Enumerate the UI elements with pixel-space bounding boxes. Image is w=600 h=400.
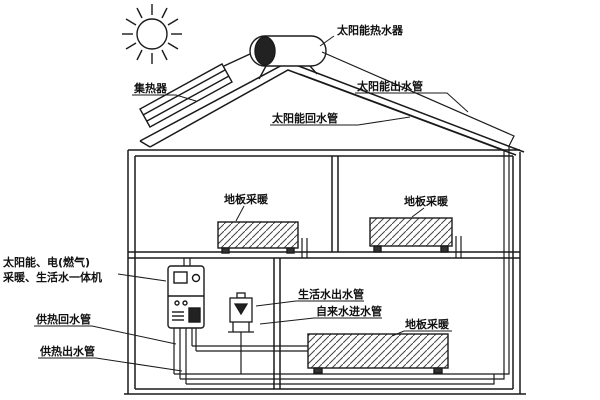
control-knob [191,273,201,283]
label-collector: 集热器 [133,81,168,95]
heating-loop-pipe [186,374,495,385]
boiler-display [188,307,201,323]
label-tap-water-inlet: 自来水进水管 [316,304,382,318]
pipes [173,51,515,385]
tank-end-cap [254,36,276,66]
roof [139,61,525,156]
label-domestic-water-outlet: 生活水出水管 [298,287,364,301]
label-unit-line1: 太阳能、电(燃气) [2,255,90,269]
label-solar-return-pipe: 太阳能回水管 [271,111,338,125]
label-floor-heating-upper-left: 地板采暖 [224,192,269,206]
floor-heating-panel-lower [307,333,449,374]
valve-symbol [233,303,249,316]
boiler-unit [167,265,205,329]
burner-window [173,271,188,284]
solar-outlet-pipe [174,51,515,375]
leader-lines [34,35,469,372]
pump-unit [228,292,254,333]
label-solar-outlet-pipe: 太阳能出水管 [356,79,423,93]
label-unit-line2: 采暖、生活水一体机 [2,270,102,284]
tank-stand [258,65,267,80]
label-heating-return-pipe: 供热回水管 [35,312,91,326]
collector-to-tank-pipe [223,53,251,67]
floor-heating-panel-upper-right [369,217,453,253]
solar-return-pipe [180,73,505,380]
label-floor-heating-lower: 地板采暖 [405,317,450,331]
labels: 太阳能热水器 集热器 太阳能出水管 太阳能回水管 地板采暖 地板采暖 太阳能、电… [2,23,450,358]
label-solar-heater: 太阳能热水器 [336,23,404,37]
label-heating-supply-pipe: 供热出水管 [39,344,95,358]
solar-water-heater-tank [223,35,327,80]
sun-icon [122,4,182,64]
floor-heating-panel-upper-left [217,221,299,254]
house-structure [124,149,526,395]
label-floor-heating-upper-right: 地板采暖 [404,194,449,208]
